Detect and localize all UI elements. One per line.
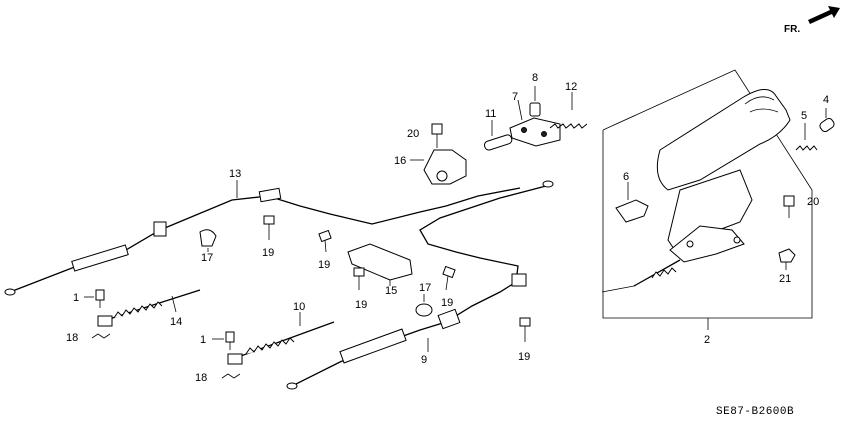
callout-10: 10 (293, 301, 305, 313)
bolt-19-d (442, 265, 456, 291)
small-hardware (84, 215, 531, 379)
equalizer-pin-8 (529, 102, 541, 117)
rear-cable-13-end (4, 288, 16, 296)
front-cable-9-end (286, 382, 298, 390)
lever-pivot-bolt (686, 240, 694, 248)
cable-10-thread (245, 337, 295, 355)
front-cable-9-clip (437, 308, 461, 330)
callout-14: 14 (170, 316, 182, 328)
rear-cable-13-guide (258, 187, 282, 203)
cable-bracket-16 (423, 149, 467, 185)
rear-cable-13-clip (153, 221, 167, 237)
bolt-19-b (318, 229, 332, 253)
bolt-19-c (353, 267, 365, 290)
callout-6: 6 (623, 171, 629, 183)
callout-5: 5 (801, 110, 807, 122)
callout-11: 11 (485, 108, 496, 120)
rear-cable-13 (4, 180, 521, 296)
parking-brake-lever-assembly (601, 69, 835, 330)
release-button (819, 117, 835, 133)
parking-brake-switch (615, 199, 649, 223)
callout-13: 13 (229, 168, 241, 180)
cable-14-yoke (97, 315, 113, 327)
lever-rod-thread (651, 267, 677, 279)
front-cable-9-guide (511, 273, 527, 287)
callout-19c: 19 (355, 299, 367, 311)
lever-cable-join (601, 285, 635, 293)
grommet-17-a (199, 229, 217, 247)
callout-9: 9 (421, 354, 427, 366)
clip-18-b (221, 373, 241, 379)
callout-17a: 17 (201, 252, 213, 264)
leader-7 (517, 99, 523, 121)
lever-grip-ribs (744, 96, 779, 113)
rear-cable-13-line (9, 187, 521, 293)
guide-pin-11 (483, 134, 513, 151)
lever-mount-hole (733, 236, 741, 244)
front-direction-arrow-icon (808, 6, 840, 24)
lever-group-bracket (602, 69, 813, 319)
front-cable-9 (286, 180, 554, 390)
rear-cable-13-sleeve (71, 244, 129, 272)
lever-handle (656, 89, 791, 191)
callout-19e: 19 (518, 351, 530, 363)
callout-1b: 1 (200, 334, 206, 346)
callout-19a: 19 (262, 247, 274, 259)
grommet-17-b (415, 303, 433, 317)
callout-19b: 19 (318, 259, 330, 271)
front-cable-9-tip (542, 180, 554, 188)
callout-1a: 1 (73, 292, 79, 304)
bolt-19-a (263, 215, 275, 240)
pin-1-b (225, 331, 235, 343)
equalizer-parts (410, 86, 588, 185)
front-cable-9-sleeve (339, 328, 407, 364)
callout-12: 12 (565, 81, 577, 93)
cable-10-yoke (227, 353, 243, 365)
diagram-code: SE87-B2600B (716, 406, 794, 418)
callout-8: 8 (532, 72, 538, 84)
adjuster-bolt-12 (549, 123, 588, 129)
lever-base-plate (669, 225, 745, 263)
callout-17b: 17 (419, 282, 431, 294)
cable-bracket-16-hole (436, 170, 448, 182)
callout-19d: 19 (441, 297, 453, 309)
front-direction-indicator: FR. (784, 6, 840, 35)
cable-10 (227, 312, 335, 365)
callout-4: 4 (823, 94, 829, 106)
pin-1-a (95, 289, 105, 301)
bracket-15 (347, 243, 413, 281)
clip-18-a (91, 333, 111, 339)
lever-nut-21 (778, 248, 796, 263)
release-spring (795, 145, 818, 151)
callout-16: 16 (394, 155, 406, 167)
callout-labels: 8 7 12 11 20 16 13 17 19 19 19 15 17 19 … (66, 72, 829, 384)
cable-14 (97, 289, 201, 327)
cable-14-thread (113, 301, 163, 319)
lever-bolt-20 (783, 195, 795, 207)
callout-20b: 20 (807, 196, 819, 208)
callout-18a: 18 (66, 332, 78, 344)
equalizer-hole-a (521, 127, 527, 133)
leader-14 (171, 295, 177, 313)
callout-2: 2 (704, 334, 710, 346)
callout-20a: 20 (407, 128, 419, 140)
callout-21: 21 (779, 273, 791, 285)
equalizer-7 (509, 117, 561, 147)
bracket-bolt-20 (431, 123, 443, 135)
bolt-19-e (519, 317, 531, 342)
callout-18b: 18 (195, 372, 207, 384)
callout-15: 15 (385, 285, 397, 297)
equalizer-hole-b (541, 131, 547, 137)
front-direction-label: FR. (784, 24, 800, 35)
callout-7: 7 (512, 91, 518, 103)
